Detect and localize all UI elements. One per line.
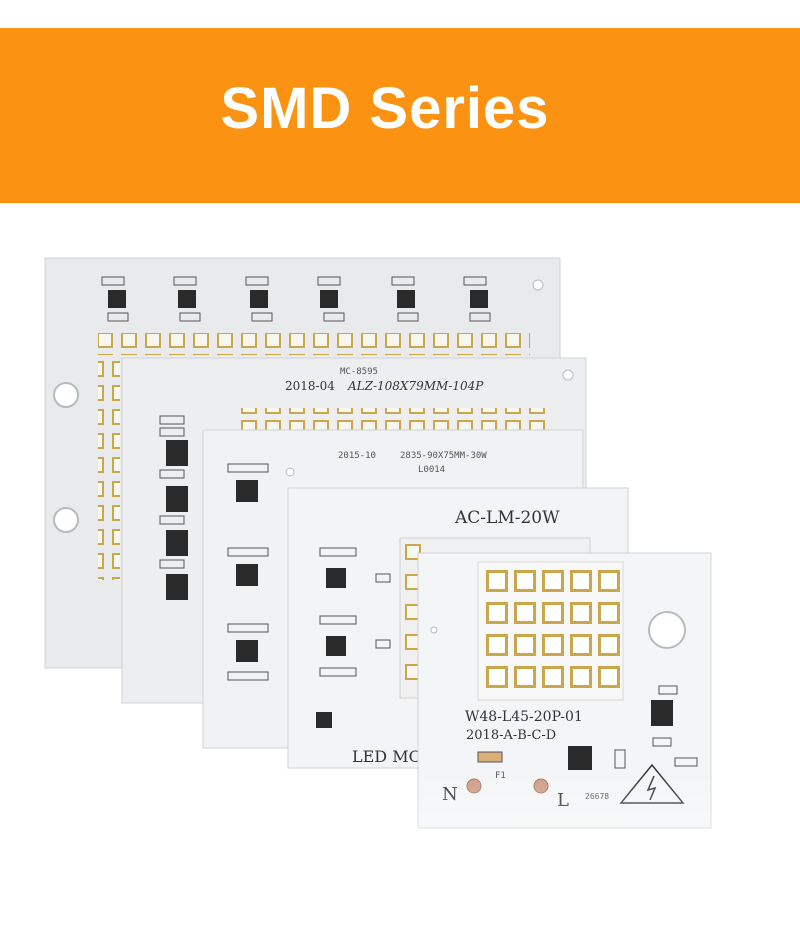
board-date: 2015-10 (338, 451, 376, 461)
mounting-hole-icon (648, 611, 686, 649)
board-date: 2018-04 (285, 379, 335, 393)
led-boards-photo: MC-8595 2018-04 ALZ-108X79MM-104P 2015-1… (0, 257, 800, 941)
reflection-fade (0, 770, 800, 941)
board-model: 2835-90X75MM-30W (400, 451, 487, 461)
board-code: L0014 (418, 465, 445, 475)
board-revision: 2018-A-B-C-D (466, 728, 556, 743)
board-model: W48-L45-20P-01 (465, 709, 583, 725)
header-banner: SMD Series (0, 28, 800, 203)
bridge-chip (568, 746, 592, 770)
board-code: MC-8595 (340, 367, 378, 377)
board-model: ALZ-108X79MM-104P (347, 379, 484, 393)
led-matrix (486, 570, 620, 688)
mounting-hole-icon (53, 507, 79, 533)
driver-chip (651, 700, 673, 726)
banner-title: SMD Series (220, 76, 550, 141)
mounting-hole-icon (53, 382, 79, 408)
board-model: AC-LM-20W (454, 508, 560, 528)
board-label: LED MO (352, 747, 422, 766)
